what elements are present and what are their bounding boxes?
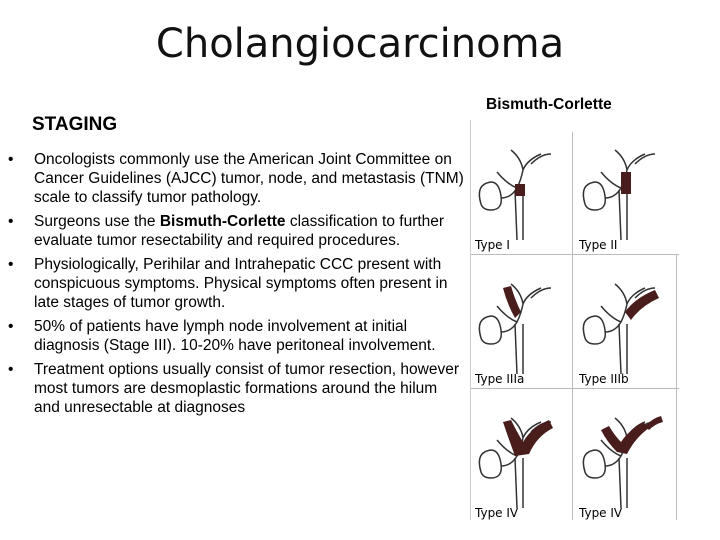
- panel-type-iv-a: Type IV: [471, 392, 571, 524]
- bismuth-corlette-term: Bismuth-Corlette: [159, 213, 286, 230]
- panel-type-ii: Type II: [575, 124, 675, 256]
- bismuth-corlette-figure: Type I Type II Type IIIa: [470, 120, 679, 520]
- divider: [676, 254, 677, 520]
- divider: [471, 388, 679, 389]
- panel-label: Type II: [579, 238, 618, 252]
- divider: [471, 254, 679, 255]
- slide-title: Cholangiocarcinoma: [155, 21, 565, 67]
- panel-type-i: Type I: [471, 124, 571, 256]
- panel-type-iv-b: Type IV: [575, 392, 675, 524]
- list-item: •Physiologically, Perihilar and Intrahep…: [8, 256, 448, 311]
- list-item: •50% of patients have lymph node involve…: [8, 318, 436, 354]
- panel-label: Type IV: [475, 506, 519, 520]
- panel-label: Type I: [475, 238, 510, 252]
- list-item: •Surgeons use the Bismuth-Corlette class…: [8, 213, 445, 249]
- figure-caption: Bismuth-Corlette: [486, 96, 612, 113]
- list-item: •Treatment options usually consist of tu…: [8, 361, 460, 416]
- panel-label: Type IV: [579, 506, 623, 520]
- bullet-list: •Oncologists commonly use the American J…: [8, 150, 464, 422]
- panel-type-iiia: Type IIIa: [471, 258, 571, 390]
- divider: [572, 132, 573, 520]
- panel-label: Type IIIb: [579, 372, 629, 386]
- list-item: •Oncologists commonly use the American J…: [8, 151, 464, 206]
- panel-label: Type IIIa: [475, 372, 525, 386]
- section-heading: STAGING: [32, 114, 118, 135]
- panel-type-iiib: Type IIIb: [575, 258, 675, 390]
